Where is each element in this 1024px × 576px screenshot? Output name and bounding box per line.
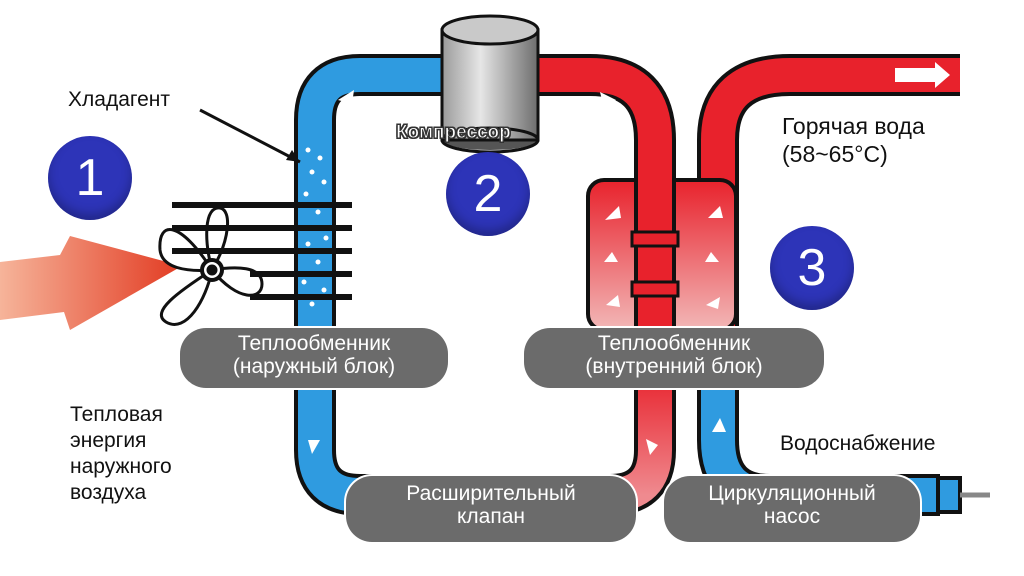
outdoor-energy-line-2: энергия [70, 429, 147, 452]
outdoor-exchanger-line-1: Теплообменник [237, 332, 391, 355]
fan-icon [158, 206, 264, 326]
hot-water-label: Горячая вода (58~65°C) [782, 112, 925, 168]
flow-arrows [308, 62, 950, 455]
outdoor-exchanger-label: Теплообменник (наружный блок) [180, 328, 448, 388]
water-supply-label: Водоснабжение [780, 432, 936, 455]
step-badge-3: 3 [770, 226, 854, 310]
expansion-valve-line-2: клапан [456, 505, 525, 528]
indoor-exchanger-tank [586, 170, 738, 335]
hot-water-pipe [697, 54, 960, 330]
hot-water-title: Горячая вода [782, 113, 925, 139]
step-badge-1: 1 [48, 136, 132, 220]
heat-flow-arrows [604, 206, 723, 309]
outdoor-energy-line-3: наружного [70, 455, 172, 478]
outdoor-energy-line-4: воздуха [70, 481, 147, 504]
indoor-exchanger-line-2: (внутренний блок) [585, 355, 763, 378]
outdoor-exchanger-line-2: (наружный блок) [232, 355, 396, 378]
refrigerant-bubbles [301, 147, 329, 307]
circulation-pump-label: Циркуляционный насос [664, 476, 920, 542]
circulation-pump-line-2: насос [763, 505, 821, 528]
indoor-exchanger-line-1: Теплообменник [597, 332, 751, 355]
outdoor-energy-line-1: Тепловая [70, 403, 163, 426]
refrigerant-label: Хладагент [68, 88, 170, 111]
outdoor-air-arrow [0, 236, 182, 330]
outdoor-exchanger-fins [172, 202, 352, 300]
step-badge-2: 2 [446, 152, 530, 236]
compressor-icon [440, 14, 540, 154]
compressor-label: Компрессор [396, 122, 512, 144]
expansion-valve-line-1: Расширительный [406, 482, 576, 505]
expansion-valve-label: Расширительный клапан [346, 476, 636, 542]
hot-water-temp: (58~65°C) [782, 141, 888, 167]
refrigerant-pointer [199, 108, 301, 164]
outdoor-energy-label: Тепловая энергия наружного воздуха [70, 402, 172, 506]
indoor-exchanger-label: Теплообменник (внутренний блок) [524, 328, 824, 388]
circulation-pump-line-1: Циркуляционный [708, 482, 876, 505]
